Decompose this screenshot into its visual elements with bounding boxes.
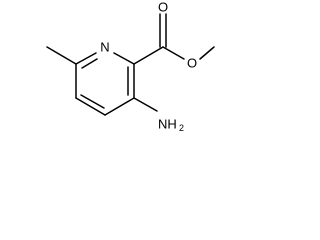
- chemical-structure: N O O NH 2: [46, 0, 215, 133]
- ester-oxygen-label: O: [187, 56, 197, 71]
- bond-carbonyl-oxygen: [162, 46, 185, 60]
- ring-nitrogen-label: N: [100, 40, 109, 55]
- bond-c2-carbonyl: [133, 46, 164, 65]
- bond-c3-amino: [133, 97, 158, 112]
- bond-c4-c5: [75, 97, 106, 116]
- bond-oxygen-methyl: [199, 46, 215, 60]
- bond-n-c2: [113, 52, 135, 65]
- amino-group-label: NH: [158, 117, 177, 132]
- bond-c6-n-inner: [81, 58, 98, 69]
- carbonyl-oxygen-label: O: [158, 0, 168, 15]
- bond-c3-c4: [104, 97, 135, 116]
- bond-c6-n: [75, 52, 97, 65]
- amino-subscript-label: 2: [179, 123, 184, 133]
- bond-c4-c5-inner: [80, 94, 105, 109]
- bond-methyl: [46, 46, 77, 65]
